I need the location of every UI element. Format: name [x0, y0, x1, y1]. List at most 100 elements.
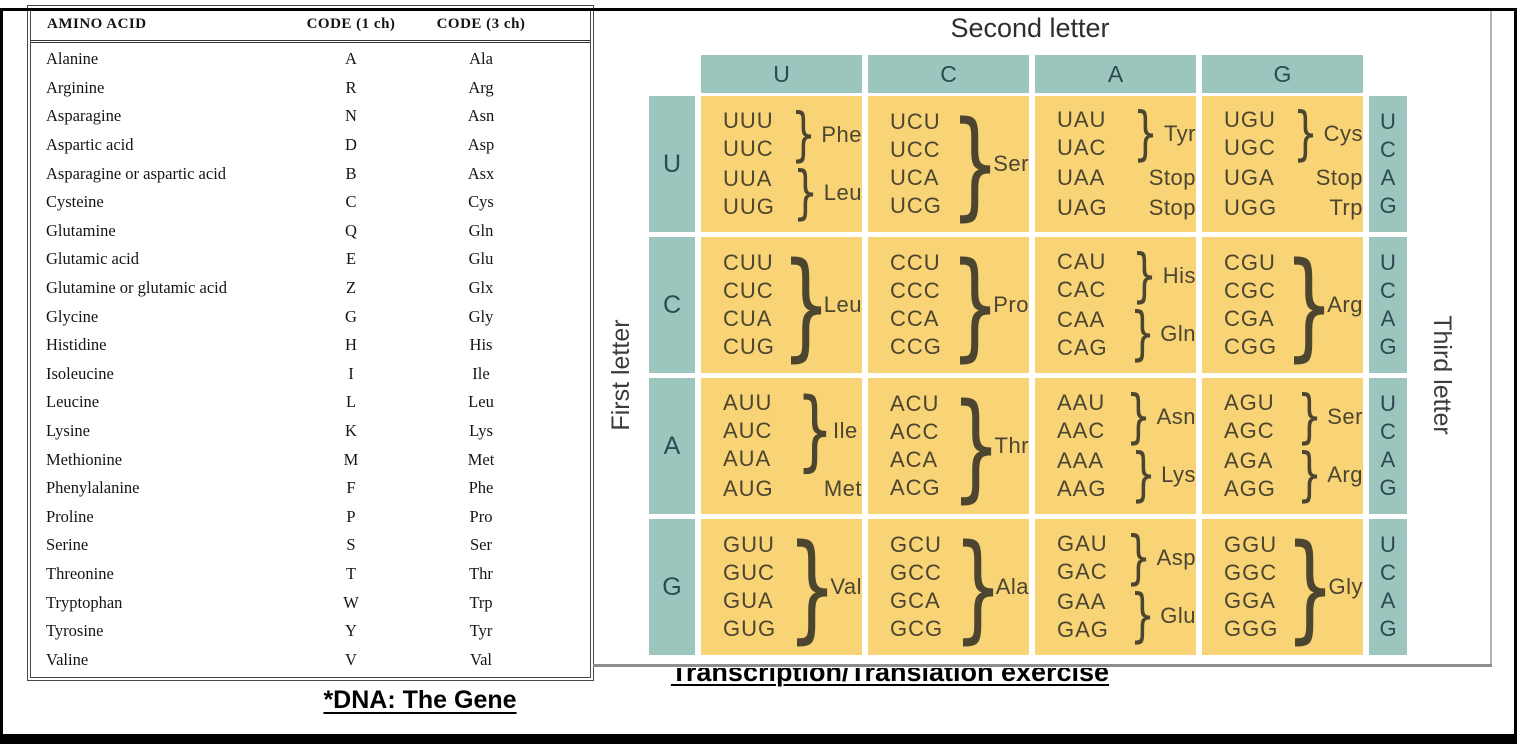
brace-glyph: } — [1129, 300, 1155, 368]
transcription-caption: Transcription/Translation exercise — [670, 668, 1110, 687]
amino-name: Proline — [46, 506, 94, 526]
brace-glyph: } — [796, 380, 834, 482]
codon: AAU — [1057, 390, 1106, 415]
amino-code-3ch: Asp — [467, 135, 495, 155]
amino-code-1ch: I — [348, 363, 354, 383]
brace-slot: } — [792, 164, 820, 222]
codon-list: UGG — [1224, 194, 1299, 222]
codon: CGG — [1224, 334, 1278, 359]
amino-code-3ch: Asn — [467, 106, 495, 126]
amino-acid-label: Ala — [995, 574, 1029, 599]
brace-slot: } — [1128, 300, 1156, 368]
amino-name: Threonine — [46, 563, 114, 583]
codon: AAG — [1057, 476, 1107, 501]
codon-group: UAG Stop — [1057, 194, 1196, 222]
third-letter: U — [1380, 391, 1396, 416]
amino-code-1ch: D — [345, 135, 357, 155]
brace-glyph: } — [1296, 383, 1322, 451]
figure-bottom-edge — [593, 664, 1492, 667]
amino-code-3ch: Val — [470, 649, 492, 669]
first-letter-cell: C — [649, 237, 695, 373]
codon: CCU — [890, 250, 941, 275]
brace-slot: } — [950, 106, 1000, 222]
amino-code-3ch: Thr — [469, 563, 493, 583]
codon: UGG — [1224, 195, 1278, 220]
amino-acid-label: Ser — [993, 151, 1029, 176]
amino-code-1ch: M — [343, 449, 359, 469]
amino-acid-label: Cys — [1323, 121, 1363, 146]
codon: UAG — [1057, 195, 1108, 220]
amino-acid-label: Stop — [1315, 165, 1363, 190]
amino-code-3ch: Glu — [468, 249, 494, 269]
codon-list: UGA — [1224, 164, 1289, 192]
third-letter: A — [1380, 306, 1396, 331]
brace-slot: } — [1132, 105, 1160, 163]
codon: ACU — [890, 391, 940, 416]
second-letter-header-cell: U — [701, 55, 862, 93]
amino-name: Lysine — [46, 421, 90, 441]
brace-glyph: } — [790, 101, 816, 169]
codon: GAU — [1057, 531, 1108, 556]
amino-code-1ch: C — [345, 192, 357, 212]
codon: AGG — [1224, 476, 1276, 501]
amino-code-3ch: Leu — [468, 392, 494, 412]
amino-acid-label: Stop — [1148, 165, 1196, 190]
amino-acid-label: Leu — [823, 180, 862, 205]
codon: GCG — [890, 616, 944, 641]
brace-slot: } — [1128, 587, 1156, 645]
amino-name: Serine — [46, 535, 89, 555]
codon: GCA — [890, 588, 941, 613]
second-letter-header-cell: C — [868, 55, 1029, 93]
third-letter: U — [1380, 532, 1396, 557]
third-letter: U — [1380, 250, 1396, 275]
brace-glyph: } — [1132, 242, 1158, 310]
amino-acid-label: Stop — [1148, 195, 1196, 220]
amino-name: Glutamine — [46, 220, 116, 240]
codon: AGC — [1224, 418, 1275, 443]
codon: GUC — [723, 560, 775, 585]
amino-code-1ch: A — [345, 49, 357, 69]
brace-slot: } — [953, 529, 1003, 645]
second-letter-title: Second letter — [950, 13, 1110, 43]
codon: CAU — [1057, 249, 1107, 274]
amino-code-1ch: R — [345, 77, 357, 97]
amino-acid-label: Asp — [1156, 545, 1196, 570]
codon: ACA — [890, 447, 939, 472]
codon: CGA — [1224, 306, 1275, 331]
third-letter: G — [1379, 475, 1397, 500]
brace-slot: } — [950, 247, 1000, 363]
amino-name: Histidine — [46, 335, 107, 355]
codon: GUA — [723, 588, 774, 613]
third-letter: G — [1379, 193, 1397, 218]
amino-name: Asparagine or aspartic acid — [46, 163, 227, 183]
